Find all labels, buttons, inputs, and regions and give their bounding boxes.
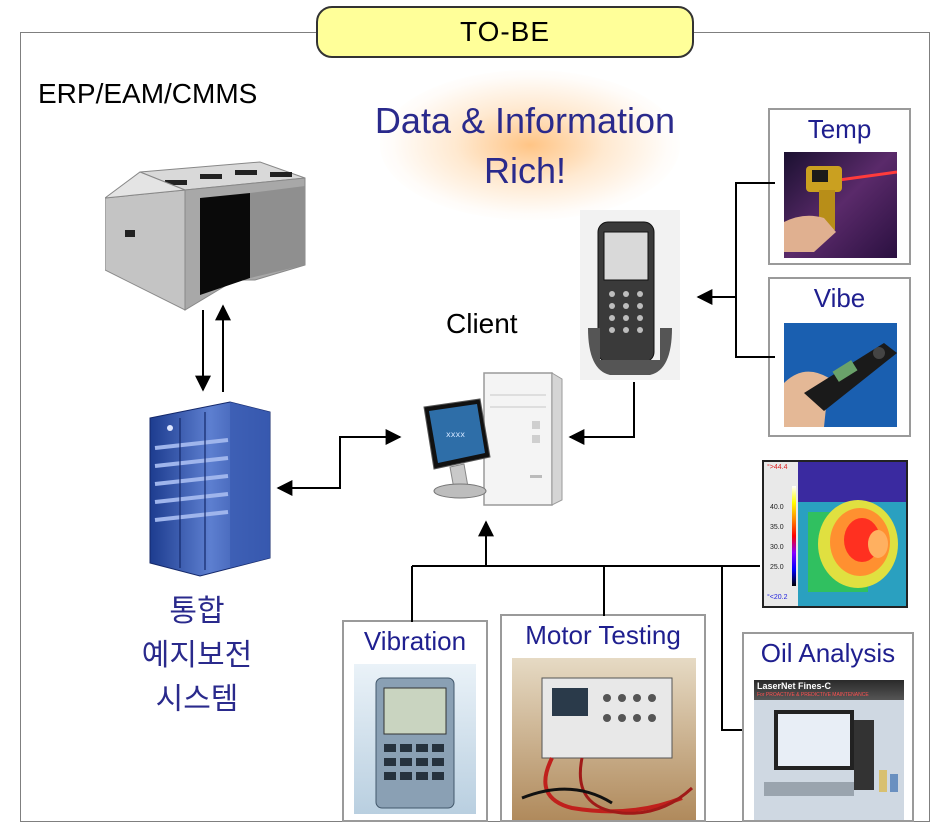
headline-line-2: Rich! xyxy=(483,150,567,191)
integrated-server-icon xyxy=(149,401,271,577)
vibration-device-label: Vibration xyxy=(363,626,467,656)
svg-text:xxxx: xxxx xyxy=(446,430,465,439)
handheld-data-collector-icon xyxy=(580,210,680,380)
vibration-device-card: Vibration xyxy=(342,620,488,822)
system-line-1: 통합 xyxy=(169,594,225,629)
temp-device-card: Temp xyxy=(768,108,911,265)
temp-device-photo xyxy=(784,152,897,258)
thermal-heatmap xyxy=(798,462,906,606)
oil-analysis-device-label: Oil Analysis xyxy=(760,638,896,668)
oil-analysis-device-photo: LaserNet Fines-C For PROACTIVE & PREDICT… xyxy=(754,680,904,820)
erp-label: ERP/EAM/CMMS xyxy=(38,78,258,109)
motor-testing-device-label: Motor Testing xyxy=(525,620,681,650)
system-line-2: 예지보전 xyxy=(141,638,253,673)
thermal-scale-panel: °>44.4 40.0 35.0 30.0 25.0 °<20.2 xyxy=(764,462,798,606)
thermal-colour-scale xyxy=(792,486,796,586)
thermal-top-readout: °>44.4 xyxy=(767,464,788,471)
thermal-tick-3: 30.0 xyxy=(770,544,784,551)
oil-screen-title: LaserNet Fines-C xyxy=(757,681,832,691)
vibration-device-photo xyxy=(354,664,476,814)
client-label: Client xyxy=(446,308,518,339)
vibe-device-card: Vibe xyxy=(768,277,911,437)
to-be-banner: TO-BE xyxy=(316,6,694,58)
thermal-bottom-readout: °<20.2 xyxy=(767,594,788,601)
thermal-tick-4: 25.0 xyxy=(770,564,784,571)
oil-screen-subtitle: For PROACTIVE & PREDICTIVE MAINTENANCE xyxy=(757,692,869,698)
oil-analysis-device-card: Oil Analysis LaserNet Fines-C For PROACT… xyxy=(742,632,914,822)
headline: Data & Information Rich! xyxy=(335,96,715,196)
motor-testing-device-card: Motor Testing xyxy=(500,614,706,822)
client-pc-icon: xxxx xyxy=(423,372,563,506)
thermal-tick-1: 40.0 xyxy=(770,504,784,511)
system-line-3: 시스템 xyxy=(155,682,239,717)
erp-server-icon xyxy=(105,161,306,311)
temp-device-label: Temp xyxy=(807,114,872,144)
headline-glow xyxy=(380,70,680,220)
motor-testing-device-photo xyxy=(512,658,696,820)
thermal-tick-2: 35.0 xyxy=(770,524,784,531)
vibe-device-photo xyxy=(784,323,897,427)
vibe-device-label: Vibe xyxy=(813,283,866,313)
headline-line-1: Data & Information xyxy=(374,100,676,141)
integrated-maintenance-system-label: 통합 예지보전 시스템 xyxy=(112,590,282,722)
thermal-image: °>44.4 40.0 35.0 30.0 25.0 °<20.2 xyxy=(762,460,908,608)
